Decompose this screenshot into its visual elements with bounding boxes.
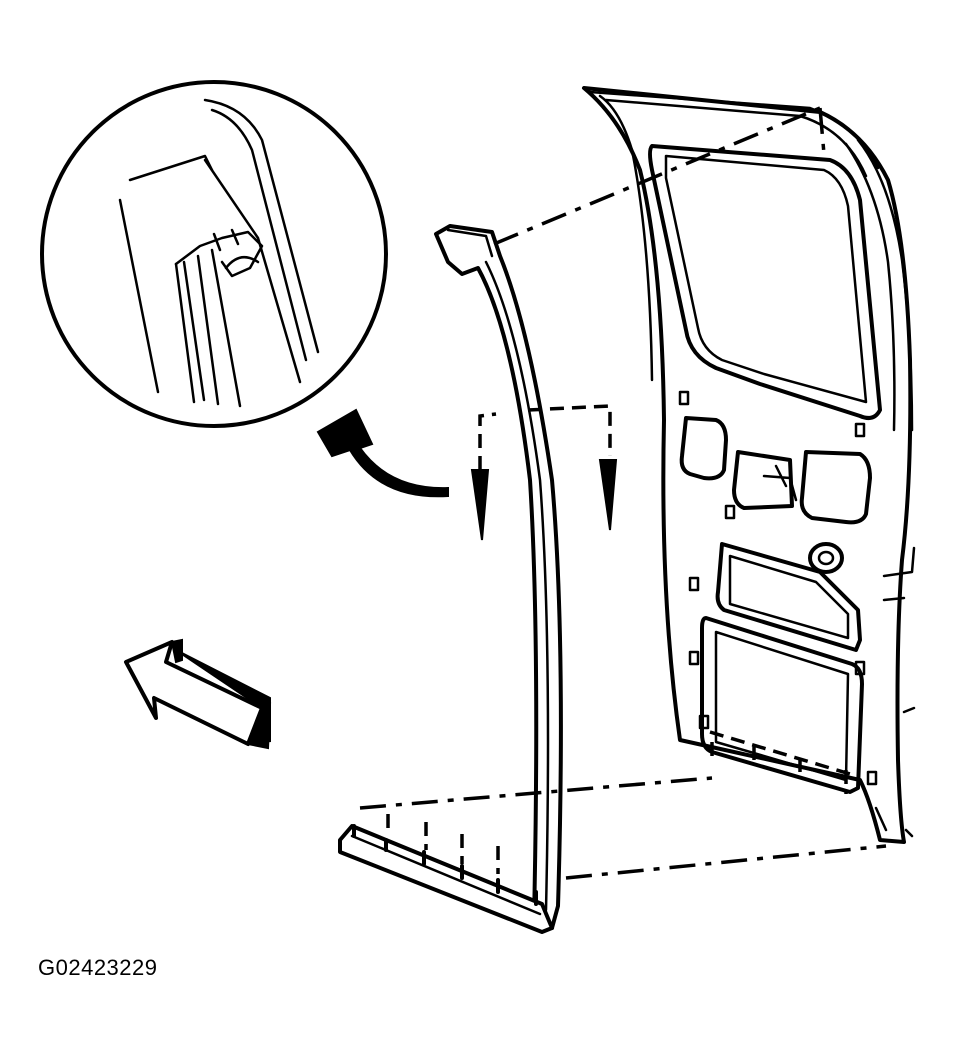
detail-strip-line-1: [174, 262, 196, 404]
detail-clip-tabs: [212, 228, 240, 252]
door-right-edge-1: [856, 138, 914, 432]
door-right-edge-tabs: [902, 706, 916, 838]
lock-cylinder: [808, 542, 844, 574]
latch-pocket-left: [679, 416, 728, 481]
mounting-holes: [678, 390, 878, 786]
detail-outer-curve-1: [203, 98, 320, 354]
bottom-clips: [352, 824, 538, 906]
weatherstrip: [338, 224, 563, 934]
door-right-edge-2: [844, 142, 896, 432]
detail-panel-edge-mid: [203, 158, 302, 384]
detail-circle: [40, 80, 388, 428]
door-top-edge-2: [604, 98, 868, 178]
detail-clip-bulb: [224, 255, 260, 270]
detail-panel-edge-left: [118, 198, 160, 394]
detail-strip-line-3: [196, 254, 220, 406]
detail-panel-top: [128, 154, 214, 182]
magnify-callout-arrow-icon: [316, 408, 449, 498]
detail-clip-profile: [174, 230, 264, 278]
rear-door-panel: [582, 86, 916, 844]
access-panel-lower: [700, 616, 864, 794]
detail-strip-line-2: [182, 260, 206, 402]
install-direction-arrow-icon: [470, 459, 618, 541]
view-direction-arrow-icon: [124, 638, 272, 750]
door-top-edge-1: [588, 90, 880, 170]
detail-strip-line-4: [210, 248, 242, 408]
latch-mechanism: [732, 450, 794, 510]
detail-outer-curve-2: [210, 108, 308, 362]
door-hinge-bracket: [882, 546, 916, 602]
detail-callout: [40, 80, 388, 428]
figure-id-label: G02423229: [38, 955, 158, 980]
handle-pocket: [799, 450, 872, 525]
access-panel-upper: [715, 542, 862, 652]
window-opening: [648, 144, 882, 420]
door-inner-edge-left: [598, 94, 654, 382]
